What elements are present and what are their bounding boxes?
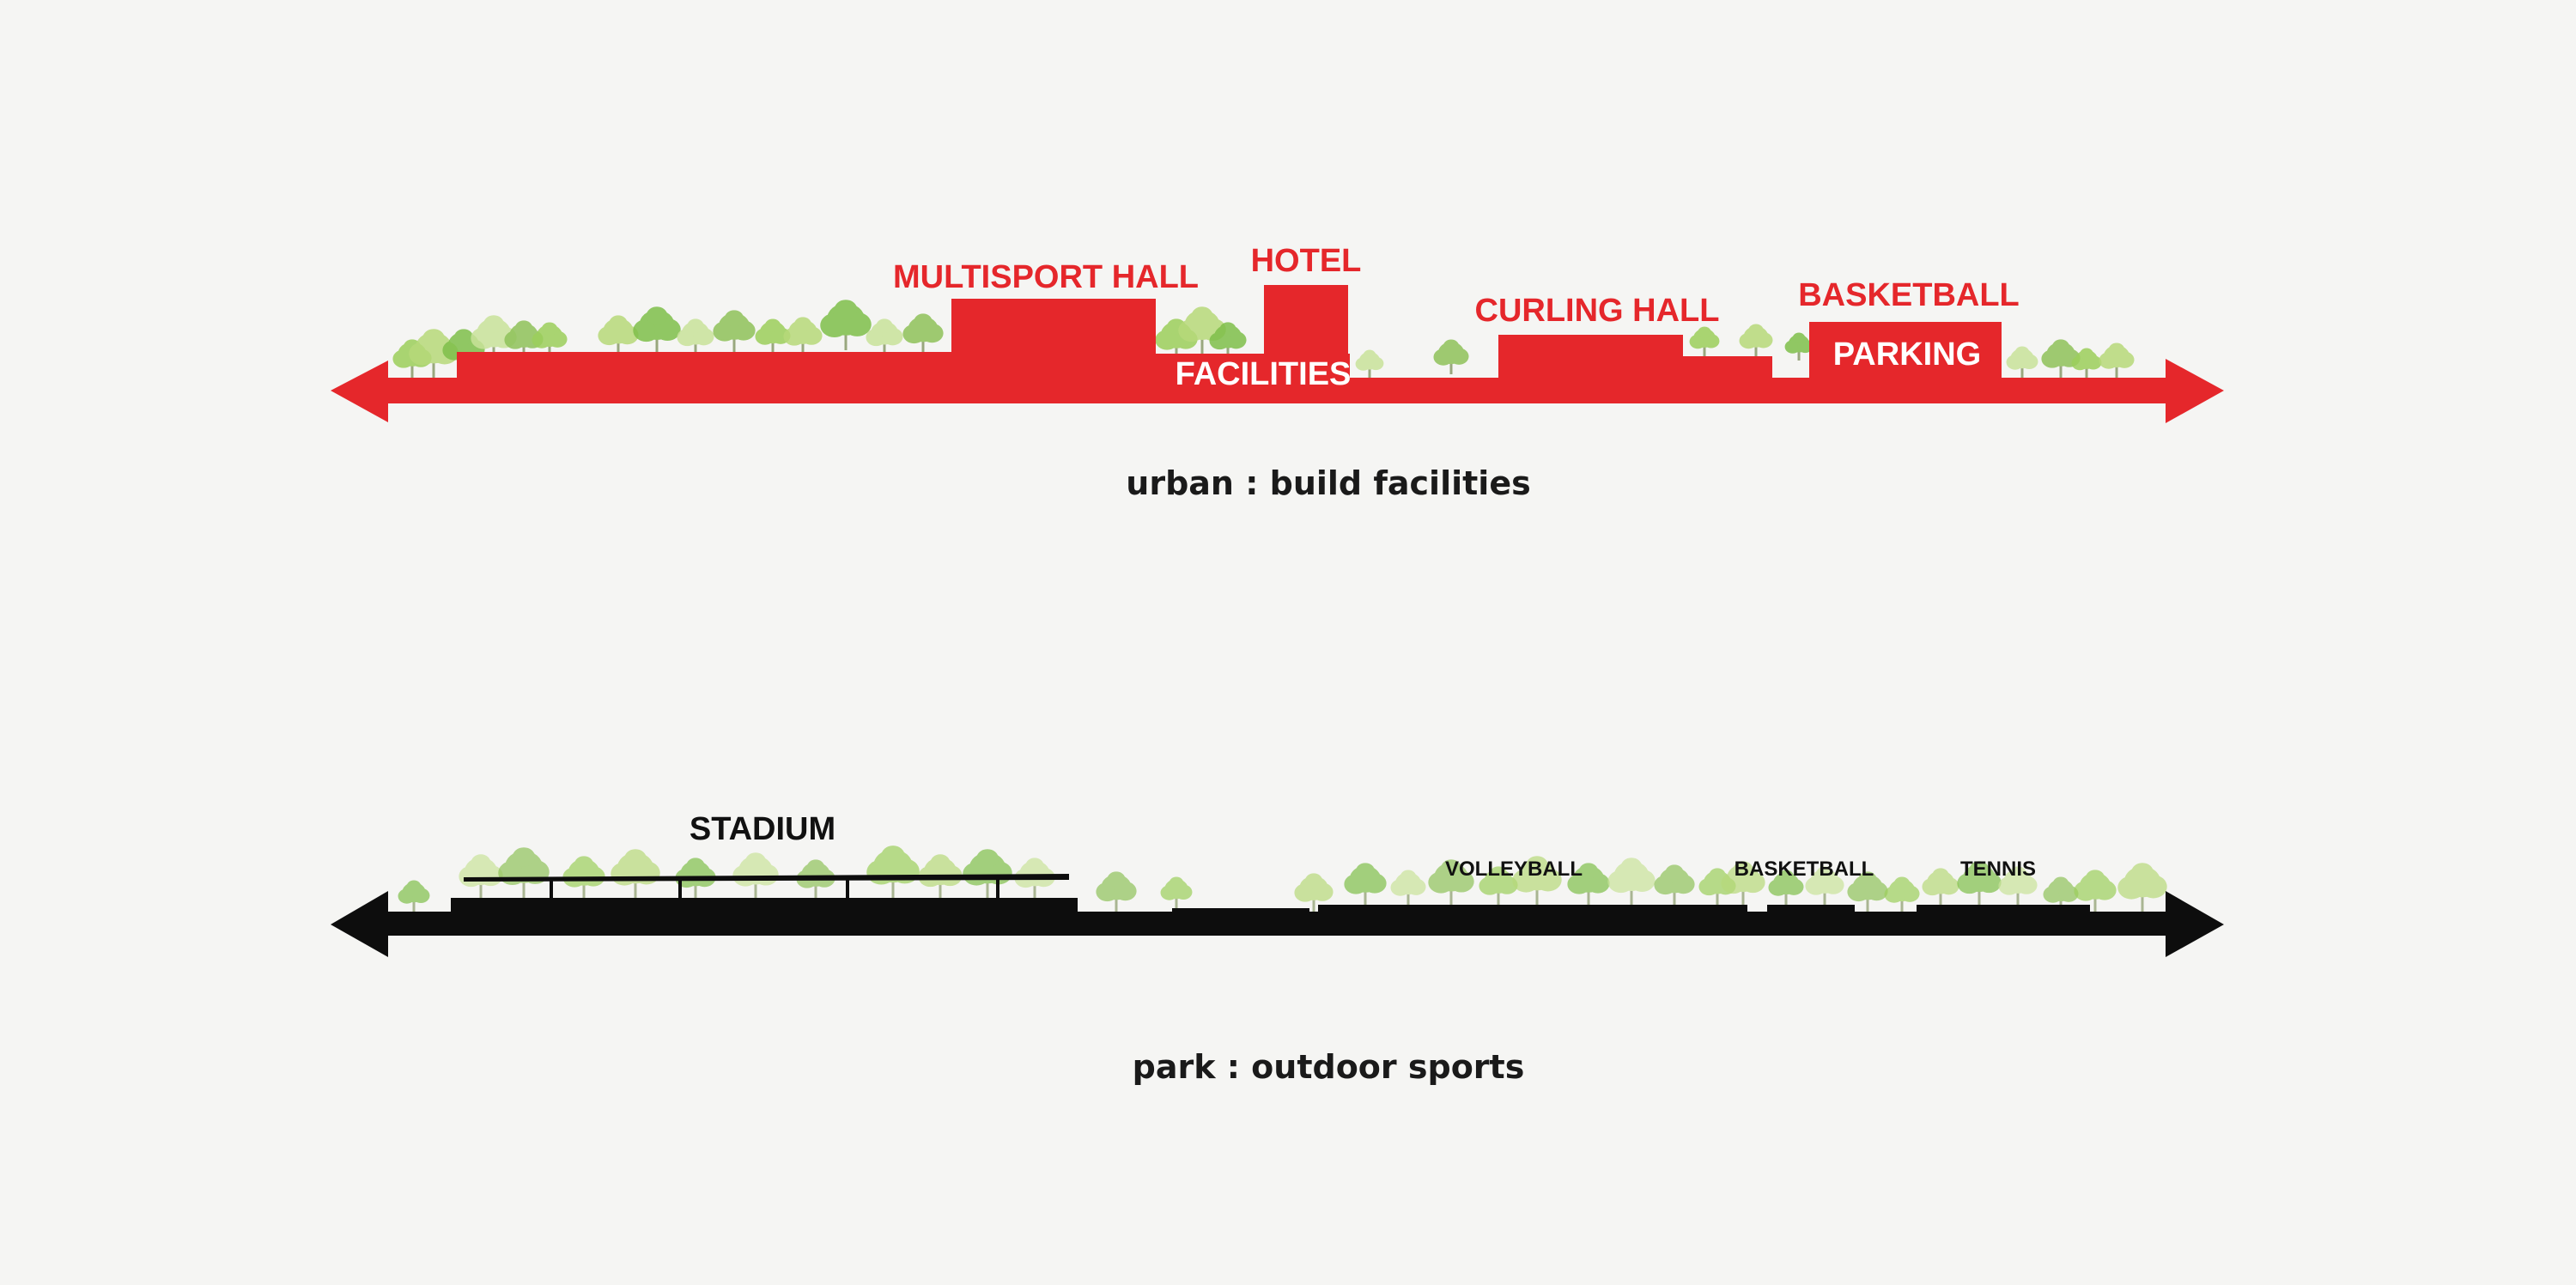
stadium-column [996, 878, 999, 898]
tree [732, 852, 779, 898]
basketball-label-park: BASKETBALL [1735, 858, 1874, 881]
tree [1160, 876, 1193, 908]
tree [1957, 861, 2002, 905]
tree [1344, 863, 1387, 905]
multisport-hall-label: MULTISPORT HALL [893, 259, 1199, 295]
tree [611, 849, 660, 898]
path-slab [1172, 908, 1309, 913]
curling-hall-label: CURLING HALL [1475, 293, 1720, 329]
stadium-column [678, 880, 682, 898]
tree [2071, 348, 2102, 378]
tree [1884, 876, 1920, 912]
hotel-label: HOTEL [1251, 243, 1362, 279]
tree [1390, 870, 1426, 905]
urban-vegetation [392, 300, 2135, 378]
curling-hall-mass [1498, 335, 1683, 379]
tree [633, 306, 681, 354]
tree [459, 854, 503, 898]
tree [2074, 870, 2117, 912]
volleyball-label: VOLLEYBALL [1445, 858, 1583, 881]
tree [1567, 863, 1610, 905]
curling-annex-mass [1681, 356, 1772, 379]
tree [1721, 861, 1765, 905]
tree [1922, 868, 1959, 905]
stadium-column [846, 879, 849, 898]
stadium-label: STADIUM [690, 811, 835, 847]
tree [2099, 342, 2135, 378]
park-caption: park : outdoor sports [1133, 1048, 1525, 1086]
tree [1998, 866, 2038, 905]
tennis-label: TENNIS [1960, 858, 2036, 881]
tree [963, 849, 1012, 898]
urban-section: MULTISPORT HALL HOTEL FACILITIES CURLING… [331, 243, 2224, 502]
tree [1784, 332, 1814, 361]
tree [783, 317, 823, 355]
tree [866, 318, 903, 355]
tree [1433, 339, 1469, 374]
basketball-court [1767, 905, 1855, 912]
tree [1294, 873, 1334, 912]
tree [1654, 864, 1695, 905]
tree [1512, 856, 1562, 905]
tree [2043, 876, 2079, 912]
stadium-columns [550, 878, 999, 898]
tree [1847, 871, 1888, 912]
hotel-mass [1264, 285, 1348, 379]
tree [398, 880, 430, 912]
tree [1607, 858, 1656, 905]
tree [1428, 859, 1474, 905]
tree [820, 300, 872, 350]
tree [598, 315, 639, 355]
tree [1209, 322, 1247, 359]
tree [1768, 870, 1804, 905]
volleyball-court [1318, 905, 1747, 912]
tree [713, 310, 756, 352]
podium-mass [457, 352, 955, 379]
tree [1096, 871, 1137, 912]
tree [902, 313, 944, 354]
facilities-label: FACILITIES [1176, 356, 1352, 392]
parking-label: PARKING [1833, 336, 1981, 373]
tree [1689, 326, 1720, 356]
multisport-hall-mass [951, 299, 1156, 379]
tree [1479, 866, 1518, 905]
park-section: STADIUM VOLLEYBALL BASKETBALL TENNIS par… [331, 811, 2224, 1086]
basketball-label-urban: BASKETBALL [1798, 277, 2020, 313]
tree [1805, 866, 1844, 905]
stadium-roof [464, 874, 1069, 882]
tree [2006, 346, 2038, 378]
park-vegetation [398, 846, 2167, 912]
urban-caption: urban : build facilities [1126, 464, 1530, 502]
stadium-platform [451, 898, 1078, 912]
urban-arrow [331, 359, 2224, 423]
stadium-column [550, 881, 553, 898]
tree [532, 322, 568, 357]
park-arrow [331, 891, 2224, 957]
parking-mass [1809, 322, 2002, 379]
tree [409, 329, 459, 378]
tree [1355, 349, 1384, 378]
tree [498, 847, 550, 898]
tennis-court [1917, 905, 2090, 912]
tree [866, 846, 920, 898]
tree [2117, 863, 2167, 912]
tree [1739, 324, 1773, 357]
tree [677, 318, 714, 355]
